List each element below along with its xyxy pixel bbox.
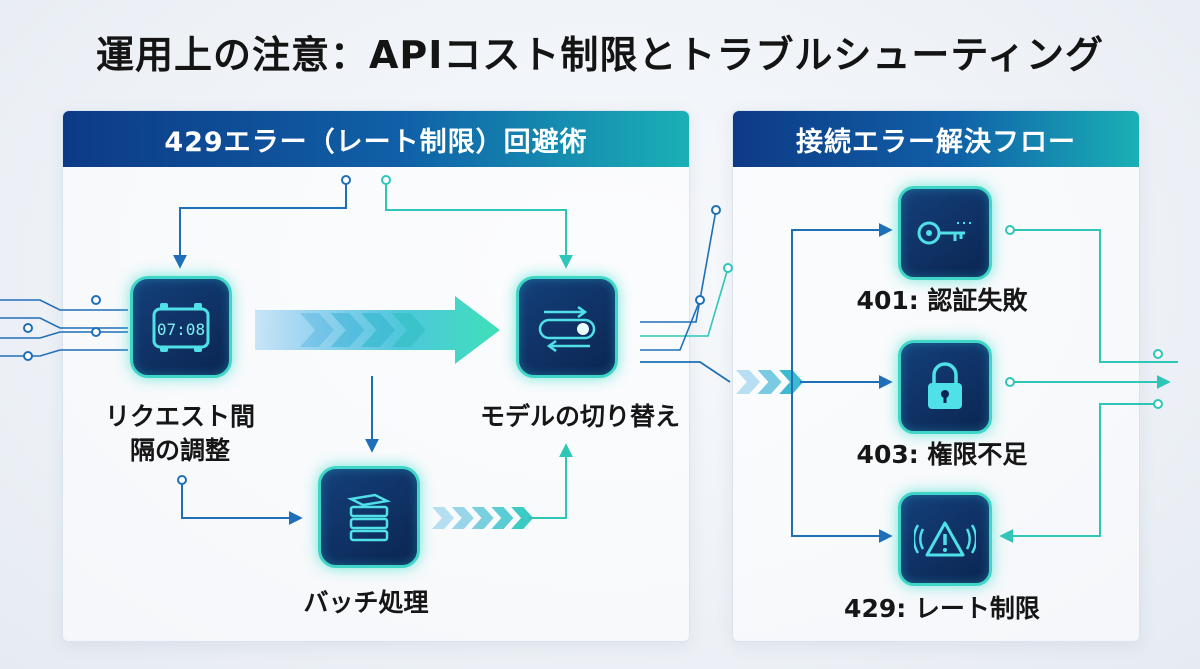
interval-feedback-line	[173, 180, 347, 269]
request-interval-label-line1: リクエスト間	[104, 402, 255, 431]
model-switch-label: モデルの切り替え	[479, 402, 680, 431]
model-output-circuit	[640, 267, 729, 337]
feedback-dot	[341, 175, 351, 185]
rate-limit-label: 429: レート制限	[844, 594, 1040, 623]
circuit-node-dot	[23, 351, 33, 361]
batch-to-model-chevron	[511, 507, 534, 529]
batch-processing-label: バッチ処理	[303, 588, 429, 617]
key-icon	[917, 221, 971, 245]
toggle-switch-icon	[538, 305, 596, 352]
connection-error-panel-heading: 接続エラー解決フロー	[733, 111, 1139, 167]
lock-icon	[928, 362, 962, 409]
input-circuit-line	[0, 317, 128, 329]
circuit-node-dot	[91, 327, 101, 337]
branch-to-auth	[791, 223, 893, 382]
circuit-node-dot	[91, 295, 101, 305]
branch-to-rate	[791, 382, 893, 543]
interval-to-model-chevron	[300, 313, 334, 347]
output-dot	[1153, 349, 1163, 359]
input-circuit-line	[0, 331, 128, 339]
auth-failure-label: 401: 認証失敗	[856, 286, 1028, 315]
warning-signal-icon	[914, 521, 976, 557]
feedback-dot	[177, 475, 187, 485]
batch-to-model-line	[528, 443, 573, 519]
batch-to-model-chevron	[451, 507, 474, 529]
stack-layers-icon	[347, 493, 391, 542]
circuit-node-dot	[695, 295, 705, 305]
model-feedback-line	[385, 180, 573, 269]
batch-to-model-chevron	[432, 507, 454, 529]
request-interval-node: 07:08	[130, 276, 232, 378]
interval-to-model-chevron	[391, 313, 426, 347]
circuit-node-dot	[711, 205, 721, 215]
batch-to-model-chevron	[491, 507, 514, 529]
auth-output-line	[1010, 229, 1178, 363]
output-dot	[1153, 399, 1163, 409]
request-interval-label: リクエスト間 隔の調整	[100, 400, 260, 468]
auth-failure-node	[898, 186, 992, 280]
output-dot	[1005, 377, 1015, 387]
request-interval-label-line2: 隔の調整	[129, 436, 230, 465]
output-dot	[1005, 225, 1015, 235]
permission-denied-node	[898, 340, 992, 434]
rate-limit-panel-heading: 429エラー（レート制限）回避術	[63, 111, 689, 167]
interval-to-model-chevron	[361, 313, 396, 347]
interval-to-batch-line	[181, 480, 303, 525]
interval-to-model-chevron	[330, 313, 365, 347]
clock-display: 07:08	[157, 320, 205, 339]
model-switch-node	[516, 276, 618, 378]
batch-to-model-chevron	[471, 507, 494, 529]
rate-return-line	[999, 403, 1158, 543]
page-title: 運用上の注意：APIコスト制限とトラブルシューティング	[95, 33, 1105, 77]
circuit-node-dot	[723, 263, 733, 273]
rate-limit-node	[898, 492, 992, 586]
alarm-clock-icon: 07:08	[152, 303, 210, 352]
feedback-dot	[381, 175, 391, 185]
model-to-errors-chevron	[736, 370, 760, 394]
model-output-circuit	[640, 299, 701, 351]
model-output-main	[640, 361, 731, 383]
input-circuit-line	[0, 299, 128, 311]
circuit-node-dot	[23, 323, 33, 333]
input-circuit-line	[0, 349, 128, 357]
batch-processing-node	[318, 466, 420, 568]
permission-denied-label: 403: 権限不足	[856, 440, 1028, 469]
model-output-circuit	[640, 209, 717, 323]
model-to-errors-chevron	[757, 370, 782, 394]
